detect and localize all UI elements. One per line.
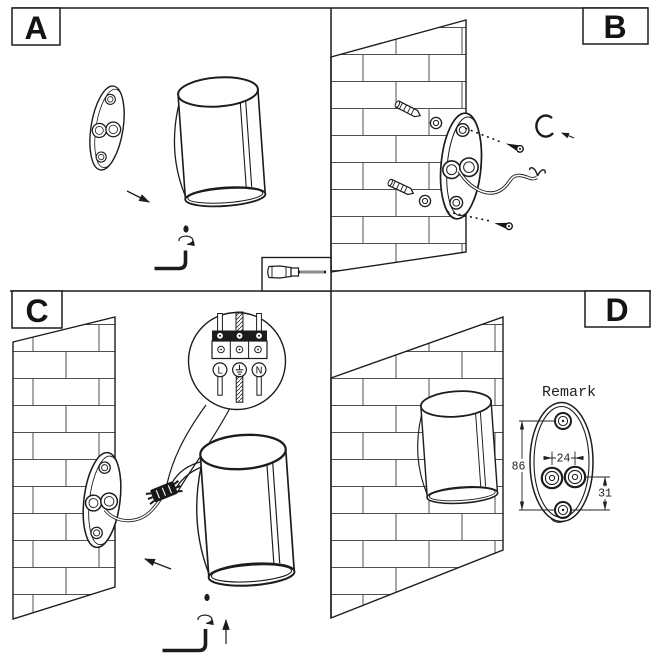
washer <box>429 116 443 130</box>
dimension-spacing: 24 <box>543 451 584 466</box>
rotate-arrow-icon <box>178 235 195 247</box>
panel-c-letter: C <box>25 293 48 329</box>
assembly-arrow <box>143 558 172 570</box>
panel-c: L N C <box>11 290 297 653</box>
mounting-plate <box>83 82 131 174</box>
panel-a: A <box>11 7 332 292</box>
hex-key-step <box>154 225 195 271</box>
screwdriver-icon <box>267 265 327 279</box>
neutral-label: N <box>255 366 262 377</box>
terminal-block-detail: L N <box>211 311 268 403</box>
remark-drawing: Remark 86 <box>510 384 613 523</box>
dim-31: 31 <box>598 488 612 501</box>
panel-a-label: A <box>11 7 61 46</box>
dimension-offset: 31 <box>572 476 613 511</box>
lamp-wire <box>171 460 203 484</box>
panel-d-letter: D <box>605 292 628 328</box>
live-label: L <box>217 366 223 377</box>
clip-arrow <box>561 132 575 139</box>
dim-86: 86 <box>512 461 526 474</box>
terminal-connector <box>145 480 183 505</box>
clip-icon <box>535 114 554 138</box>
panel-d: Remark 86 <box>330 290 651 620</box>
lamp-body <box>190 430 297 590</box>
rotate-arrow-icon <box>197 614 214 626</box>
panel-c-label: C <box>11 290 63 329</box>
dimension-height: 86 <box>510 420 554 511</box>
brick-wall <box>330 19 467 273</box>
screw-guide-dotted-line <box>465 127 503 144</box>
earth-ground-icon <box>235 364 244 375</box>
panel-b-letter: B <box>603 9 626 45</box>
dim-24: 24 <box>557 453 571 466</box>
screw <box>504 139 525 154</box>
lamp-body-mounted <box>412 388 500 507</box>
allen-key-icon <box>154 250 188 271</box>
set-screw <box>183 225 189 233</box>
hex-key-step <box>162 593 230 653</box>
mains-cable <box>457 166 546 195</box>
retaining-clip <box>535 114 575 139</box>
panel-b-label: B <box>582 7 649 45</box>
stripped-wire-ends <box>528 166 546 177</box>
assembly-arrow <box>126 190 150 203</box>
remark-title: Remark <box>542 384 596 401</box>
screw <box>492 219 514 231</box>
set-screw <box>204 593 210 602</box>
panel-d-label: D <box>584 290 651 328</box>
washer <box>418 194 432 208</box>
lamp-body <box>168 73 268 211</box>
screwdriver-callout <box>261 256 332 292</box>
screw-guide-dotted-line <box>447 211 491 222</box>
allen-key-icon <box>162 629 208 653</box>
panel-a-letter: A <box>24 10 47 46</box>
magnifier-tail <box>166 404 207 485</box>
panel-b: B <box>330 7 649 273</box>
